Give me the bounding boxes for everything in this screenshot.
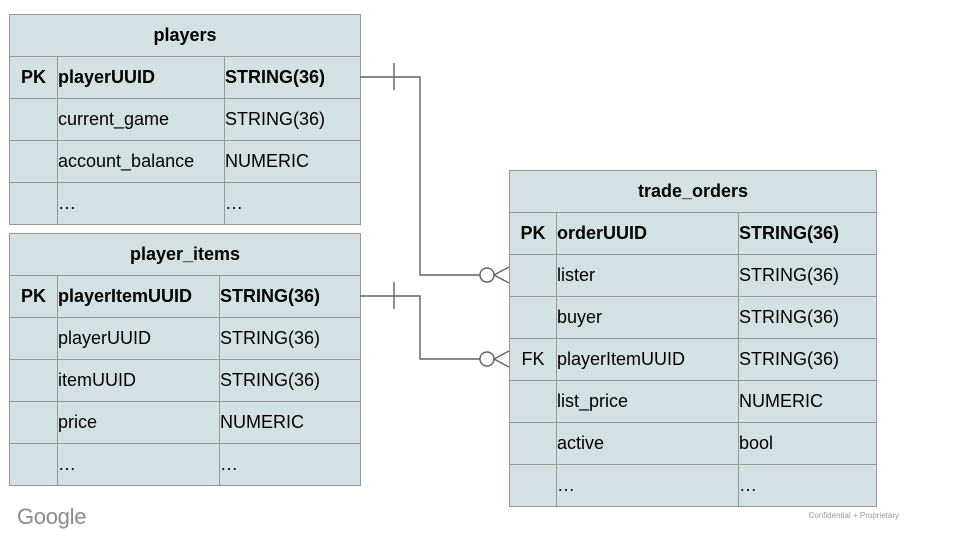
column-name-cell: account_balance bbox=[57, 140, 225, 183]
table-row: itemUUID STRING(36) bbox=[9, 359, 362, 402]
key-cell bbox=[509, 464, 557, 507]
table-row: FK playerItemUUID STRING(36) bbox=[509, 338, 878, 381]
table-title: trade_orders bbox=[508, 170, 878, 213]
crow-foot-icon bbox=[493, 350, 510, 368]
confidential-note: Confidential + Proprietary bbox=[808, 511, 900, 520]
column-name-cell: orderUUID bbox=[556, 212, 739, 255]
relationship-player-items-trade-orders bbox=[360, 282, 510, 368]
table-row: list_price NUMERIC bbox=[509, 380, 878, 423]
key-cell bbox=[9, 140, 58, 183]
column-name-cell: active bbox=[556, 422, 739, 465]
column-name-cell: playerUUID bbox=[57, 317, 220, 360]
column-name-cell: … bbox=[57, 443, 220, 486]
column-type-cell: STRING(36) bbox=[737, 212, 878, 255]
relationship-players-trade-orders bbox=[360, 63, 510, 284]
key-cell: PK bbox=[509, 212, 557, 255]
table-row: PK orderUUID STRING(36) bbox=[509, 212, 878, 255]
table-row: lister STRING(36) bbox=[509, 254, 878, 297]
table-row: playerUUID STRING(36) bbox=[9, 317, 362, 360]
key-cell bbox=[509, 296, 557, 339]
column-name-cell: … bbox=[57, 182, 225, 225]
column-type-cell: … bbox=[737, 464, 878, 507]
table-row: … … bbox=[9, 182, 362, 225]
column-type-cell: STRING(36) bbox=[737, 296, 878, 339]
zero-circle-icon bbox=[479, 267, 495, 283]
column-type-cell: STRING(36) bbox=[218, 275, 362, 318]
column-type-cell: STRING(36) bbox=[737, 254, 878, 297]
table-row: buyer STRING(36) bbox=[509, 296, 878, 339]
table-row: active bool bbox=[509, 422, 878, 465]
connector-line bbox=[360, 76, 480, 276]
table-row: current_game STRING(36) bbox=[9, 98, 362, 141]
column-type-cell: STRING(36) bbox=[223, 56, 362, 99]
table-row: account_balance NUMERIC bbox=[9, 140, 362, 183]
key-cell bbox=[509, 254, 557, 297]
column-type-cell: NUMERIC bbox=[218, 401, 362, 444]
column-name-cell: lister bbox=[556, 254, 739, 297]
column-name-cell: itemUUID bbox=[57, 359, 220, 402]
column-name-cell: list_price bbox=[556, 380, 739, 423]
column-name-cell: buyer bbox=[556, 296, 739, 339]
column-type-cell: … bbox=[218, 443, 362, 486]
column-type-cell: STRING(36) bbox=[737, 338, 878, 381]
key-cell: PK bbox=[9, 56, 58, 99]
key-cell bbox=[9, 98, 58, 141]
erd-table-player-items: player_items PK playerItemUUID STRING(36… bbox=[8, 233, 362, 486]
column-type-cell: NUMERIC bbox=[737, 380, 878, 423]
key-cell bbox=[9, 182, 58, 225]
key-cell bbox=[9, 443, 58, 486]
zero-circle-icon bbox=[479, 351, 495, 367]
column-type-cell: bool bbox=[737, 422, 878, 465]
column-type-cell: NUMERIC bbox=[223, 140, 362, 183]
key-cell bbox=[9, 359, 58, 402]
key-cell: FK bbox=[509, 338, 557, 381]
column-name-cell: … bbox=[556, 464, 739, 507]
column-name-cell: playerItemUUID bbox=[57, 275, 220, 318]
erd-table-trade-orders: trade_orders PK orderUUID STRING(36) lis… bbox=[508, 170, 878, 507]
key-cell bbox=[509, 380, 557, 423]
column-type-cell: STRING(36) bbox=[218, 359, 362, 402]
key-cell bbox=[9, 401, 58, 444]
table-title: player_items bbox=[8, 233, 362, 276]
table-row: PK playerUUID STRING(36) bbox=[9, 56, 362, 99]
key-cell bbox=[9, 317, 58, 360]
table-title: players bbox=[8, 14, 362, 57]
key-cell bbox=[509, 422, 557, 465]
table-row: … … bbox=[509, 464, 878, 507]
table-row: PK playerItemUUID STRING(36) bbox=[9, 275, 362, 318]
key-cell: PK bbox=[9, 275, 58, 318]
table-row: price NUMERIC bbox=[9, 401, 362, 444]
table-row: … … bbox=[9, 443, 362, 486]
crow-foot-icon bbox=[493, 266, 510, 284]
column-name-cell: playerItemUUID bbox=[556, 338, 739, 381]
column-name-cell: current_game bbox=[57, 98, 225, 141]
column-type-cell: STRING(36) bbox=[218, 317, 362, 360]
column-type-cell: … bbox=[223, 182, 362, 225]
connector-line bbox=[360, 295, 480, 360]
erd-table-players: players PK playerUUID STRING(36) current… bbox=[8, 14, 362, 225]
column-name-cell: playerUUID bbox=[57, 56, 225, 99]
column-name-cell: price bbox=[57, 401, 220, 444]
google-logo: Google bbox=[17, 504, 87, 529]
column-type-cell: STRING(36) bbox=[223, 98, 362, 141]
